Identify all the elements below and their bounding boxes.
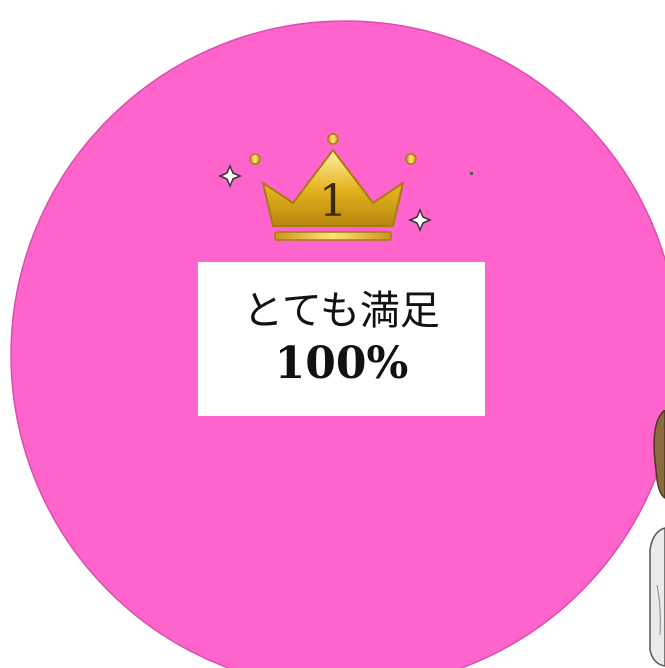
sparkle-icon [408, 208, 432, 232]
sparkle-icon [218, 164, 242, 188]
slice-label: とても満足 [243, 288, 440, 334]
character-illustration [649, 410, 665, 667]
rank-number: 1 [319, 176, 347, 227]
crown-icon: 1 [218, 133, 473, 241]
slice-value: 100% [274, 338, 409, 389]
slice-label-box: とても満足 100% [198, 262, 485, 416]
